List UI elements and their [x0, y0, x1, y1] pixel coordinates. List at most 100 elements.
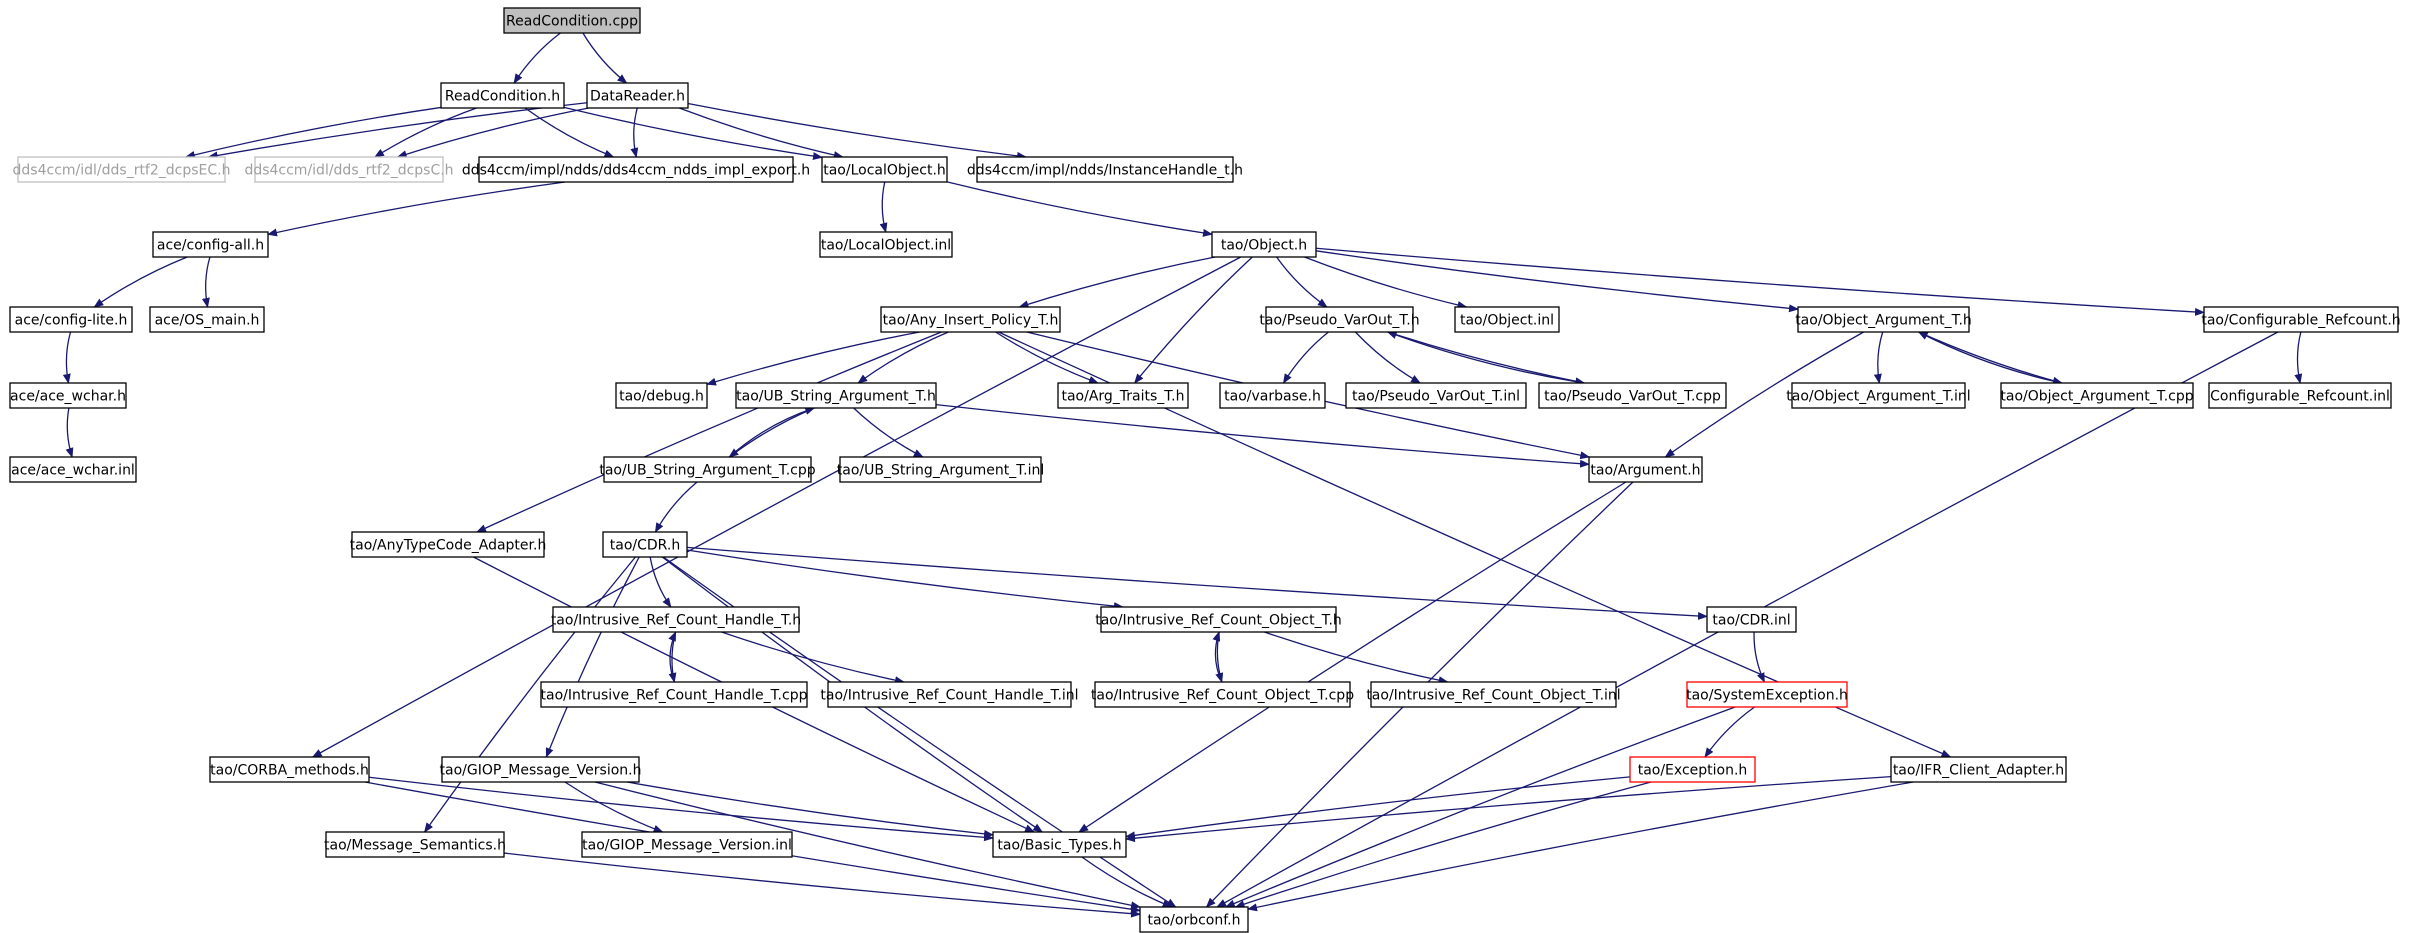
node-readcondition-h[interactable]: ReadCondition.h — [440, 82, 565, 109]
node-tao-intrusive-ref-count-handle-t-h[interactable]: tao/Intrusive_Ref_Count_Handle_T.h — [551, 606, 801, 633]
node-dds4ccm-impl-ndds-instancehandle-t-h[interactable]: dds4ccm/impl/ndds/InstanceHandle_t.h — [967, 156, 1243, 183]
node-tao-configurable-refcount-h[interactable]: tao/Configurable_Refcount.h — [2201, 306, 2401, 333]
node-box[interactable] — [615, 382, 708, 409]
node-tao-exception-h[interactable]: tao/Exception.h — [1629, 756, 1756, 783]
node-tao-giop-message-version-h[interactable]: tao/GIOP_Message_Version.h — [440, 756, 642, 783]
node-box[interactable] — [880, 306, 1061, 333]
node-dds4ccm-idl-dds-rtf2-dcpsc-h[interactable]: dds4ccm/idl/dds_rtf2_dcpsC.h — [244, 156, 454, 183]
node-datareader-h[interactable]: DataReader.h — [586, 82, 689, 109]
node-ace-ace-wchar-inl[interactable]: ace/ace_wchar.inl — [9, 456, 137, 483]
node-box[interactable] — [9, 456, 137, 483]
node-tao-cdr-h[interactable]: tao/CDR.h — [602, 531, 688, 558]
node-box[interactable] — [1057, 382, 1189, 409]
node-tao-orbconf-h[interactable]: tao/orbconf.h — [1139, 906, 1249, 933]
node-tao-any-insert-policy-t-h[interactable]: tao/Any_Insert_Policy_T.h — [880, 306, 1061, 333]
node-box[interactable] — [1706, 606, 1797, 633]
node-tao-giop-message-version-inl[interactable]: tao/GIOP_Message_Version.inl — [581, 831, 793, 858]
node-tao-ub-string-argument-t-h[interactable]: tao/UB_String_Argument_T.h — [735, 382, 937, 409]
node-box[interactable] — [821, 156, 948, 183]
node-box[interactable] — [992, 831, 1127, 858]
node-tao-object-inl[interactable]: tao/Object.inl — [1454, 306, 1560, 333]
node-tao-argument-h[interactable]: tao/Argument.h — [1588, 456, 1703, 483]
node-ace-os-main-h[interactable]: ace/OS_main.h — [149, 306, 265, 333]
node-tao-pseudo-varout-t-cpp[interactable]: tao/Pseudo_VarOut_T.cpp — [1538, 382, 1727, 409]
node-box[interactable] — [819, 231, 953, 258]
node-tao-systemexception-h[interactable]: tao/SystemException.h — [1686, 681, 1848, 708]
node-box[interactable] — [325, 831, 505, 858]
node-tao-ub-string-argument-t-inl[interactable]: tao/UB_String_Argument_T.inl — [837, 456, 1044, 483]
node-box[interactable] — [735, 382, 937, 409]
node-tao-arg-traits-t-h[interactable]: tao/Arg_Traits_T.h — [1057, 382, 1189, 409]
node-box[interactable] — [1890, 756, 2067, 783]
node-box[interactable] — [2208, 382, 2392, 409]
node-box[interactable] — [478, 156, 794, 183]
node-tao-localobject-inl[interactable]: tao/LocalObject.inl — [819, 231, 953, 258]
node-box[interactable] — [1219, 382, 1326, 409]
node-ace-config-lite-h[interactable]: ace/config-lite.h — [9, 306, 133, 333]
node-box[interactable] — [1094, 681, 1351, 708]
node-tao-object-h[interactable]: tao/Object.h — [1211, 231, 1317, 258]
node-tao-corba-methods-h[interactable]: tao/CORBA_methods.h — [209, 756, 370, 783]
node-box[interactable] — [2203, 306, 2399, 333]
node-tao-varbase-h[interactable]: tao/varbase.h — [1219, 382, 1326, 409]
node-box[interactable] — [9, 306, 133, 333]
node-tao-basic-types-h[interactable]: tao/Basic_Types.h — [992, 831, 1127, 858]
node-box[interactable] — [441, 756, 640, 783]
node-tao-intrusive-ref-count-object-t-h[interactable]: tao/Intrusive_Ref_Count_Object_T.h — [1095, 606, 1342, 633]
node-box[interactable] — [1100, 606, 1337, 633]
node-tao-localobject-h[interactable]: tao/LocalObject.h — [821, 156, 948, 183]
node-tao-message-semantics-h[interactable]: tao/Message_Semantics.h — [324, 831, 506, 858]
node-box[interactable] — [503, 7, 641, 34]
node-box[interactable] — [1797, 306, 1970, 333]
node-tao-anytypecode-adapter-h[interactable]: tao/AnyTypeCode_Adapter.h — [350, 531, 547, 558]
node-tao-ifr-client-adapter-h[interactable]: tao/IFR_Client_Adapter.h — [1890, 756, 2067, 783]
node-box[interactable] — [1265, 306, 1414, 333]
node-box[interactable] — [2000, 382, 2194, 409]
node-box[interactable] — [827, 681, 1072, 708]
node-box[interactable] — [1686, 681, 1848, 708]
node-box[interactable] — [1211, 231, 1317, 258]
node-box[interactable] — [440, 82, 565, 109]
node-box[interactable] — [603, 456, 812, 483]
node-box[interactable] — [1139, 906, 1249, 933]
node-box[interactable] — [839, 456, 1042, 483]
node-tao-cdr-inl[interactable]: tao/CDR.inl — [1706, 606, 1797, 633]
node-tao-ub-string-argument-t-cpp[interactable]: tao/UB_String_Argument_T.cpp — [599, 456, 816, 483]
node-dds4ccm-idl-dds-rtf2-dcpsec-h[interactable]: dds4ccm/idl/dds_rtf2_dcpsEC.h — [13, 156, 231, 183]
node-tao-object-argument-t-h[interactable]: tao/Object_Argument_T.h — [1795, 306, 1972, 333]
node-box[interactable] — [209, 756, 370, 783]
node-box[interactable] — [976, 156, 1234, 183]
node-tao-object-argument-t-cpp[interactable]: tao/Object_Argument_T.cpp — [2000, 382, 2194, 409]
node-dds4ccm-impl-ndds-dds4ccm-ndds-impl-export-h[interactable]: dds4ccm/impl/ndds/dds4ccm_ndds_impl_expo… — [462, 156, 810, 183]
node-ace-config-all-h[interactable]: ace/config-all.h — [152, 231, 269, 258]
node-box[interactable] — [149, 306, 265, 333]
node-readcondition-cpp[interactable]: ReadCondition.cpp — [503, 7, 641, 34]
node-box[interactable] — [1370, 681, 1617, 708]
node-box[interactable] — [1588, 456, 1703, 483]
node-box[interactable] — [1454, 306, 1560, 333]
node-box[interactable] — [1629, 756, 1756, 783]
node-box[interactable] — [540, 681, 808, 708]
node-box[interactable] — [254, 156, 444, 183]
node-box[interactable] — [17, 156, 226, 183]
node-box[interactable] — [1791, 382, 1966, 409]
node-box[interactable] — [152, 231, 269, 258]
node-tao-intrusive-ref-count-handle-t-cpp[interactable]: tao/Intrusive_Ref_Count_Handle_T.cpp — [540, 681, 808, 708]
node-box[interactable] — [9, 382, 127, 409]
node-configurable-refcount-inl[interactable]: Configurable_Refcount.inl — [2208, 382, 2392, 409]
node-tao-intrusive-ref-count-object-t-cpp[interactable]: tao/Intrusive_Ref_Count_Object_T.cpp — [1091, 681, 1354, 708]
node-box[interactable] — [351, 531, 545, 558]
node-tao-intrusive-ref-count-handle-t-inl[interactable]: tao/Intrusive_Ref_Count_Handle_T.inl — [820, 681, 1079, 708]
node-box[interactable] — [586, 82, 689, 109]
node-box[interactable] — [1538, 382, 1727, 409]
node-tao-pseudo-varout-t-inl[interactable]: tao/Pseudo_VarOut_T.inl — [1345, 382, 1527, 409]
node-box[interactable] — [602, 531, 688, 558]
node-ace-ace-wchar-h[interactable]: ace/ace_wchar.h — [9, 382, 127, 409]
node-tao-debug-h[interactable]: tao/debug.h — [615, 382, 708, 409]
node-tao-object-argument-t-inl[interactable]: tao/Object_Argument_T.inl — [1786, 382, 1971, 409]
node-tao-pseudo-varout-t-h[interactable]: tao/Pseudo_VarOut_T.h — [1259, 306, 1420, 333]
node-box[interactable] — [1345, 382, 1527, 409]
node-tao-intrusive-ref-count-object-t-inl[interactable]: tao/Intrusive_Ref_Count_Object_T.inl — [1366, 681, 1621, 708]
node-box[interactable] — [552, 606, 800, 633]
node-box[interactable] — [581, 831, 793, 858]
